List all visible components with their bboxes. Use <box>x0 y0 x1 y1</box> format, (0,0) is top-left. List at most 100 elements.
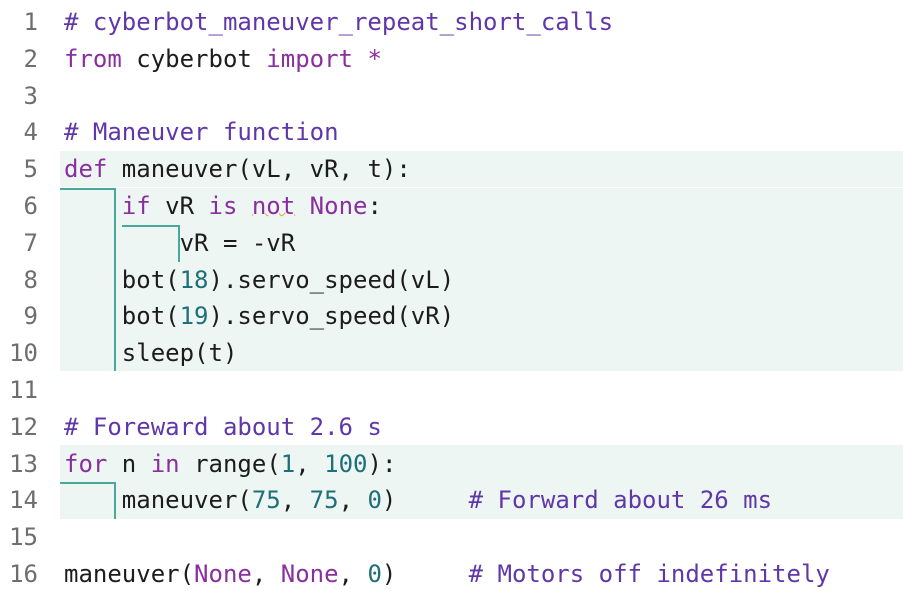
line-number: 10 <box>9 339 38 368</box>
code-text[interactable]: maneuver(75, 75, 0) # Forward about 26 m… <box>64 482 772 519</box>
code-token: maneuver( <box>64 560 195 588</box>
code-token: ).servo_speed(vL) <box>208 265 455 294</box>
code-line[interactable]: 16 maneuver(None, None, 0) # Motors off i… <box>0 556 903 593</box>
code-line[interactable]: 11 <box>0 372 903 409</box>
code-line[interactable]: 1 # cyberbot_maneuver_repeat_short_calls <box>0 4 903 41</box>
code-token: # Maneuver function <box>64 118 339 147</box>
code-text[interactable]: # Foreward about 2.6 s <box>64 409 382 446</box>
line-number: 8 <box>23 265 38 294</box>
code-token: # Forward about 26 ms <box>468 486 773 515</box>
code-token: def <box>64 155 108 184</box>
code-token: range( <box>179 449 281 478</box>
block-highlight-def-body <box>60 262 903 371</box>
code-token: # Foreward about 2.6 s <box>64 412 382 441</box>
code-text[interactable]: vR = -vR <box>64 225 296 262</box>
code-token: , <box>338 486 368 515</box>
code-text[interactable]: if vR is not None: <box>64 188 382 225</box>
line-number: 1 <box>23 8 38 36</box>
line-number: 5 <box>23 155 38 184</box>
code-text[interactable]: maneuver(None, None, 0) # Motors off ind… <box>64 556 830 593</box>
code-token: if <box>121 192 151 220</box>
indent-guide-for-left <box>114 482 116 519</box>
code-line[interactable]: 5 def maneuver(vL, vR, t): <box>0 151 903 188</box>
line-number: 2 <box>23 44 38 73</box>
indent-guide-def-top <box>60 188 116 190</box>
block-highlight-if <box>60 188 903 262</box>
indent-guide-for-top <box>60 482 116 484</box>
line-number: 13 <box>9 449 38 478</box>
code-token: bot( <box>64 265 180 294</box>
line-number: 15 <box>9 523 38 552</box>
line-number: 7 <box>23 228 38 257</box>
code-text[interactable]: from cyberbot import * <box>64 41 382 78</box>
code-text[interactable]: for n in range(1, 100): <box>64 446 396 483</box>
code-token: ) <box>381 560 469 588</box>
code-line[interactable]: 8 bot(18).servo_speed(vL) <box>0 262 903 299</box>
code-line[interactable]: 4 # Maneuver function <box>0 114 903 151</box>
code-line[interactable]: 3 <box>0 78 903 115</box>
code-token: from <box>64 44 122 73</box>
code-token: not <box>251 192 296 220</box>
line-number: 4 <box>23 118 38 147</box>
code-token: 75 <box>309 486 339 515</box>
code-token: import <box>266 44 353 73</box>
code-line[interactable]: 12# Foreward about 2.6 s <box>0 409 903 446</box>
line-number: 11 <box>9 376 38 404</box>
code-token: 100 <box>324 449 368 478</box>
code-token: None <box>309 192 368 220</box>
code-line[interactable]: 2 from cyberbot import * <box>0 41 903 78</box>
line-number: 6 <box>23 192 38 220</box>
code-line[interactable]: 10 sleep(t) <box>0 335 903 372</box>
code-token: 1 <box>280 449 296 478</box>
code-token: for <box>64 449 108 478</box>
code-token: 0 <box>367 486 382 515</box>
indent-guide-if-left <box>178 225 180 262</box>
code-token: cyberbot <box>121 44 267 73</box>
code-text[interactable]: # cyberbot_maneuver_repeat_short_calls <box>64 4 613 41</box>
code-token: ): <box>367 449 397 478</box>
code-text[interactable]: sleep(t) <box>64 335 238 372</box>
code-token: bot( <box>64 302 180 331</box>
line-number: 9 <box>23 302 38 331</box>
code-token: is <box>208 192 238 220</box>
code-token: 19 <box>179 302 209 331</box>
code-text[interactable]: # Maneuver function <box>64 114 339 151</box>
code-text[interactable]: bot(18).servo_speed(vL) <box>64 262 454 299</box>
code-token: , <box>280 486 310 515</box>
code-token <box>295 192 309 220</box>
code-token: None <box>194 560 252 588</box>
code-line[interactable]: 15 <box>0 519 903 556</box>
code-line[interactable]: 6 if vR is not None: <box>0 188 903 225</box>
code-token: vR = -vR <box>64 228 296 257</box>
code-token: * <box>353 44 382 73</box>
code-line[interactable]: 7 vR = -vR <box>0 225 903 262</box>
code-token: , <box>338 560 368 588</box>
code-token: 0 <box>367 560 382 588</box>
block-highlight-def <box>60 151 903 187</box>
indent-guide-if-top <box>122 225 180 227</box>
code-text[interactable]: bot(19).servo_speed(vR) <box>64 298 454 335</box>
code-token: 75 <box>251 486 281 515</box>
code-token: ) <box>381 486 469 515</box>
code-token <box>64 192 122 220</box>
code-line[interactable]: 14 maneuver(75, 75, 0) # Forward about 2… <box>0 482 903 519</box>
line-number: 16 <box>9 560 38 588</box>
code-line[interactable]: 13 for n in range(1, 100): <box>0 446 903 483</box>
code-text[interactable]: def maneuver(vL, vR, t): <box>64 151 411 188</box>
code-token: in <box>150 449 180 478</box>
code-token <box>237 192 251 220</box>
code-token: # Motors off indefinitely <box>468 560 830 588</box>
indent-guide-def-left <box>114 188 116 371</box>
code-token: : <box>367 192 382 220</box>
code-token: maneuver(vL, vR, t): <box>107 155 411 184</box>
code-token: , <box>295 449 325 478</box>
code-token: 18 <box>179 265 209 294</box>
code-token: maneuver( <box>64 486 252 515</box>
code-token: sleep(t) <box>64 339 238 368</box>
code-token: # cyberbot_maneuver_repeat_short_calls <box>64 8 614 36</box>
code-line[interactable]: 9 bot(19).servo_speed(vR) <box>0 298 903 335</box>
code-token: vR <box>150 192 209 220</box>
block-highlight-for <box>60 445 903 519</box>
line-number: 14 <box>9 486 38 515</box>
